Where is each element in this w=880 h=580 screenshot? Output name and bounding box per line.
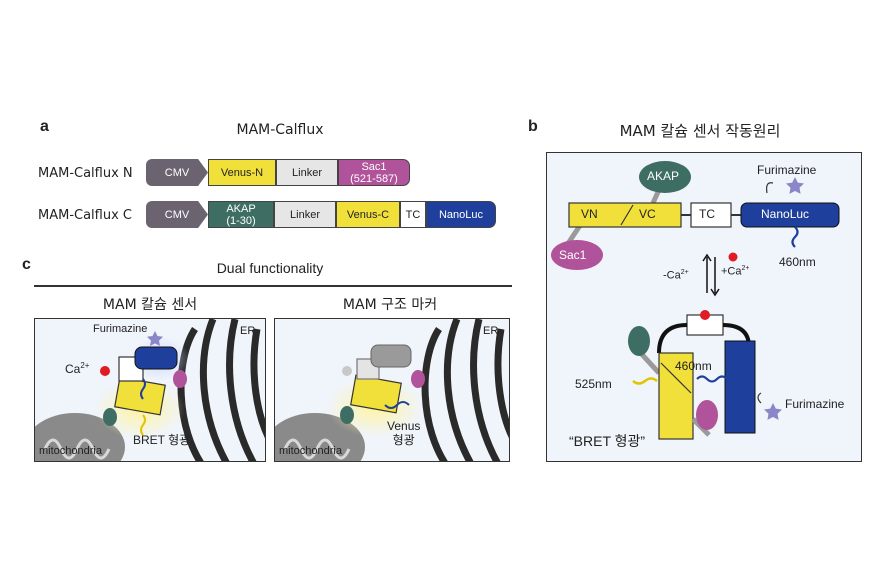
sac1-label: Sac1 bbox=[559, 248, 587, 262]
er-membrane bbox=[177, 319, 265, 461]
akap-segment: AKAP(1-30) bbox=[208, 201, 274, 228]
furimazine-star-icon bbox=[764, 403, 782, 420]
sac1-anchor bbox=[173, 370, 187, 388]
wavelength-460-top: 460nm bbox=[779, 255, 816, 269]
mitochondria-label: mitochondria bbox=[279, 445, 342, 457]
left-panel-title: MAM 칼슘 센서 bbox=[102, 297, 198, 313]
sensor-mechanism-panel: AKAP VN VC TC NanoLuc Sac1 Furimazine 46… bbox=[546, 152, 862, 462]
calcium-ion-inactive bbox=[342, 366, 352, 376]
structure-marker-illustration bbox=[275, 319, 509, 461]
nanoluc-segment: NanoLuc bbox=[426, 201, 496, 228]
er-label: ER bbox=[483, 325, 499, 337]
akap-anchor bbox=[639, 161, 691, 193]
calcium-label: Ca2+ bbox=[65, 361, 90, 376]
calcium-ion bbox=[100, 366, 110, 376]
energy-transfer-icon bbox=[696, 375, 728, 383]
akap-anchor bbox=[103, 408, 117, 426]
right-panel-title: MAM 구조 마커 bbox=[342, 297, 438, 313]
nanoluc-domain bbox=[740, 202, 840, 228]
furimazine-arrow-icon bbox=[766, 182, 774, 194]
vn-label: VN bbox=[581, 207, 598, 221]
blue-emission-icon bbox=[140, 378, 146, 400]
sac1-anchor bbox=[411, 370, 425, 388]
plus-calcium-label: +Ca2+ bbox=[721, 265, 750, 278]
blue-excitation-icon bbox=[384, 401, 410, 409]
sac1-anchor bbox=[551, 240, 603, 270]
nanoluc-domain-inactive bbox=[370, 344, 412, 368]
er-label: ER bbox=[240, 325, 256, 337]
construct-c-label: MAM-Calflux C bbox=[38, 208, 133, 223]
calcium-ion-bound bbox=[700, 310, 710, 320]
wavelength-460-mid: 460nm bbox=[675, 359, 712, 373]
mitochondria-label: mitochondria bbox=[39, 445, 102, 457]
tc-label: TC bbox=[699, 207, 715, 221]
panel-c-title: Dual functionality bbox=[216, 260, 324, 276]
yellow-emission-icon bbox=[140, 414, 146, 436]
linker-segment: Linker bbox=[274, 201, 336, 228]
linker-segment: Linker bbox=[276, 159, 338, 186]
bret-caption: BRET 형광 bbox=[133, 433, 191, 447]
sac1-anchor bbox=[696, 400, 718, 430]
calcium-sensor-illustration bbox=[35, 319, 265, 461]
panel-c-label: c bbox=[22, 256, 31, 273]
venus-c-segment: Venus-C bbox=[336, 201, 400, 228]
panel-a-title: MAM-Calflux bbox=[236, 122, 324, 138]
furimazine-top-label: Furimazine bbox=[757, 163, 817, 177]
panel-a-label: a bbox=[40, 118, 49, 135]
panel-c-divider bbox=[34, 285, 512, 287]
yellow-emission-icon bbox=[632, 377, 658, 385]
akap-label: AKAP bbox=[647, 169, 680, 183]
bret-caption: “BRET 형광” bbox=[569, 433, 646, 449]
panel-b-title: MAM 칼슘 센서 작동원리 bbox=[619, 122, 781, 140]
venus-n-segment: Venus-N bbox=[208, 159, 276, 186]
wavelength-525: 525nm bbox=[575, 377, 612, 391]
nanoluc-domain bbox=[134, 346, 178, 370]
sac1-segment: Sac1(521-587) bbox=[338, 159, 410, 186]
vc-label: VC bbox=[639, 207, 656, 221]
furimazine-arrow-icon bbox=[757, 392, 762, 404]
akap-anchor bbox=[340, 406, 354, 424]
blue-emission-icon bbox=[791, 226, 799, 248]
er-membrane bbox=[421, 319, 509, 461]
vn-vc-complex bbox=[568, 202, 682, 228]
nanoluc-domain bbox=[724, 340, 756, 434]
tc-segment: TC bbox=[400, 201, 426, 228]
furimazine-star-icon bbox=[786, 177, 804, 194]
furimazine-bottom-label: Furimazine bbox=[785, 397, 845, 411]
calcium-ion bbox=[728, 252, 738, 262]
calcium-sensor-panel: Furimazine ER Ca2+ mitochondria BRET 형광 bbox=[34, 318, 266, 462]
construct-n-label: MAM-Calflux N bbox=[38, 166, 133, 181]
furimazine-label: Furimazine bbox=[93, 323, 148, 335]
furimazine-star-icon bbox=[147, 331, 163, 346]
minus-calcium-label: -Ca2+ bbox=[663, 269, 689, 282]
cmv-promoter: CMV bbox=[146, 159, 208, 186]
akap-anchor bbox=[628, 326, 650, 356]
nanoluc-label: NanoLuc bbox=[761, 207, 810, 221]
cmv-promoter: CMV bbox=[146, 201, 208, 228]
sensor-mechanism-illustration bbox=[551, 161, 840, 440]
panel-b-label: b bbox=[528, 118, 538, 135]
